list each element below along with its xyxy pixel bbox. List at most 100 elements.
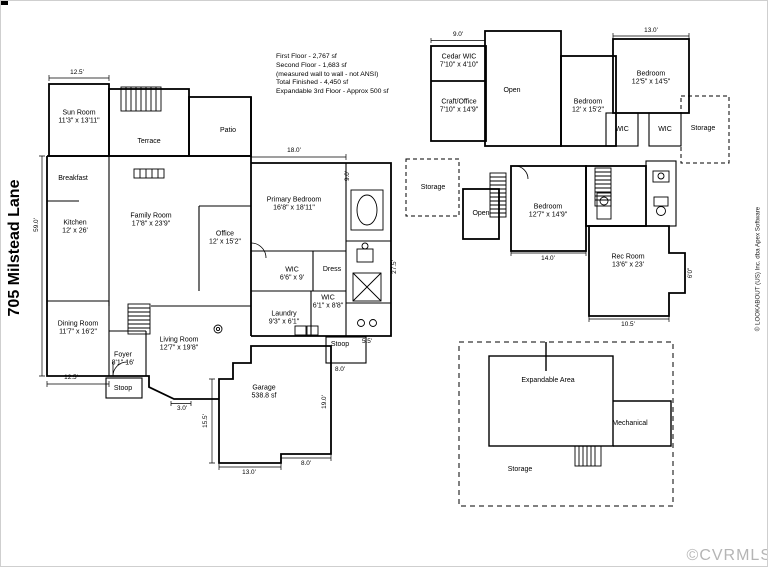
room-name: Dress <box>322 265 342 273</box>
storage-dashed-outline <box>405 95 730 217</box>
room-dims: 12'7" x 14'9" <box>528 212 568 219</box>
room-name: Craft/Office <box>441 98 477 106</box>
room-label-kitchen: Kitchen 12' x 26' <box>62 220 88 237</box>
room-dims: 11'3" x 13'11" <box>58 118 100 125</box>
toilet-icon <box>356 242 374 263</box>
dim-stoop-depth: 8.0' <box>334 366 346 374</box>
room-label-patio: Patio <box>220 127 236 135</box>
scan-artifact <box>1 1 8 5</box>
room-label-wic-left: WIC <box>615 126 629 134</box>
room-label-stoop-front: Stoop <box>114 385 132 393</box>
room-label-dining-room: Dining Room 11'7" x 16'2" <box>58 321 98 338</box>
dim-bedroom-right-top: 13.0' <box>644 27 658 35</box>
area-summary: First Floor - 2,767 sf Second Floor - 1,… <box>276 53 389 97</box>
room-name: Laundry <box>271 310 297 318</box>
dim-sun-top: 12.5' <box>70 69 84 77</box>
stairs-icon <box>489 167 612 218</box>
first-floor-partitions <box>47 156 391 399</box>
room-name: Stoop <box>330 340 350 348</box>
room-dims: 16'8" x 18'11" <box>273 205 315 212</box>
room-name: Open <box>472 209 490 217</box>
room-dims: 12'7" x 19'8" <box>159 345 199 352</box>
dim-cedar-top: 9.0' <box>452 31 464 39</box>
room-name: Primary Bedroom <box>266 196 322 204</box>
second-floor-walls <box>430 30 690 317</box>
room-name: Terrace <box>137 137 161 145</box>
room-name: Cedar WIC <box>441 53 477 61</box>
summary-line: (measured wall to wall - not ANSI) <box>276 70 379 78</box>
dim-stoop-width: 5.5' <box>361 338 373 346</box>
room-label-mechanical: Mechanical <box>612 420 647 428</box>
room-name: Mechanical <box>612 419 648 427</box>
room-name: Storage <box>507 465 533 473</box>
room-name: Living Room <box>159 336 199 344</box>
room-dims: 9'3" x 6'1" <box>268 319 300 326</box>
room-label-laundry: Laundry 9'3" x 6'1" <box>269 311 300 328</box>
room-name: WIC <box>615 125 629 133</box>
room-label-storage-left: Storage <box>421 184 446 192</box>
property-address-title: 705 Milstead Lane <box>6 179 23 317</box>
dim-bath-side: 9.0' <box>344 170 352 182</box>
laundry-appliances-icon <box>294 325 319 336</box>
room-dims: 12' x 15'2" <box>208 239 242 246</box>
room-label-bedroom-main: Bedroom 12'7" x 14'9" <box>529 204 567 221</box>
room-label-family-room: Family Room 17'8" x 23'9" <box>130 213 171 230</box>
sink-icon <box>213 319 377 334</box>
first-floor-walls <box>46 83 392 464</box>
dim-suite-right: 27.5' <box>391 260 399 274</box>
room-name: Kitchen <box>63 219 87 227</box>
room-label-bedroom-right: Bedroom 12'5" x 14'5" <box>632 71 670 88</box>
room-name: Breakfast <box>58 174 88 182</box>
room-label-office: Office 12' x 15'2" <box>209 231 241 248</box>
room-name: WIC <box>658 125 672 133</box>
mls-watermark: ©CVRMLS <box>686 547 768 564</box>
room-label-storage-right: Storage <box>691 125 716 133</box>
room-label-wic-primary: WIC 6'6" x 9' <box>280 267 304 284</box>
room-dims: 11'7" x 16'2" <box>59 329 97 336</box>
stairs-icon <box>120 86 162 335</box>
room-name: Patio <box>220 126 236 134</box>
room-label-dress: Dress <box>323 266 341 274</box>
room-dims: 12'5" x 14'5" <box>631 79 671 86</box>
dim-bedroom-main-bottom: 14.0' <box>541 255 555 263</box>
room-dims: 6'6" x 9' <box>279 275 305 282</box>
room-label-wic-hall: WIC 6'1" x 8'8" <box>313 295 344 312</box>
stairs-icon <box>574 445 602 467</box>
room-name: Storage <box>420 183 446 191</box>
summary-line: Total Finished - 4,450 sf <box>276 79 349 87</box>
dim-dining-bottom: 12.5' <box>64 374 78 382</box>
room-dims: 12' x 15'2" <box>571 107 605 114</box>
room-label-living-room: Living Room 12'7" x 19'8" <box>160 337 199 354</box>
dim-garage-bottom-right: 8.0' <box>300 460 312 468</box>
room-dims: 538.8 sf <box>251 393 277 400</box>
room-name: Sun Room <box>62 109 96 117</box>
room-dims: 8'1" 16' <box>111 360 135 367</box>
summary-line: Expandable 3rd Floor - Approx 500 sf <box>276 88 389 96</box>
dim-left-side: 59.0' <box>33 218 41 232</box>
room-label-foyer: Foyer 8'1" 16' <box>112 352 135 369</box>
room-label-garage: Garage 538.8 sf <box>252 385 277 402</box>
dim-garage-left: 15.5' <box>202 414 210 428</box>
room-label-terrace: Terrace <box>137 138 160 146</box>
dimension-line <box>39 33 690 470</box>
room-name: Dining Room <box>57 320 99 328</box>
dim-garage-right: 19.0' <box>321 395 329 409</box>
room-label-primary-bedroom: Primary Bedroom 16'8" x 18'11" <box>267 197 321 214</box>
room-label-bedroom-center: Bedroom 12' x 15'2" <box>572 99 604 116</box>
room-label-open-large: Open <box>503 87 520 95</box>
room-label-stoop-side: Stoop <box>331 341 349 349</box>
room-label-cedar-wic: Cedar WIC 7'10" x 4'10" <box>440 54 478 71</box>
room-name: Foyer <box>114 351 132 359</box>
dim-garage-bottom: 13.0' <box>242 469 256 477</box>
room-label-breakfast: Breakfast <box>58 175 88 183</box>
room-name: Open <box>503 86 521 94</box>
room-label-sun-room: Sun Room 11'3" x 13'11" <box>58 110 99 127</box>
fireplace-icon <box>133 168 165 179</box>
room-name: Stoop <box>113 384 133 392</box>
room-name: Rec Room <box>611 253 645 261</box>
room-dims: 7'10" x 14'9" <box>439 107 479 114</box>
dim-step: 3.0' <box>176 405 188 413</box>
bathtub-icon <box>350 189 384 231</box>
